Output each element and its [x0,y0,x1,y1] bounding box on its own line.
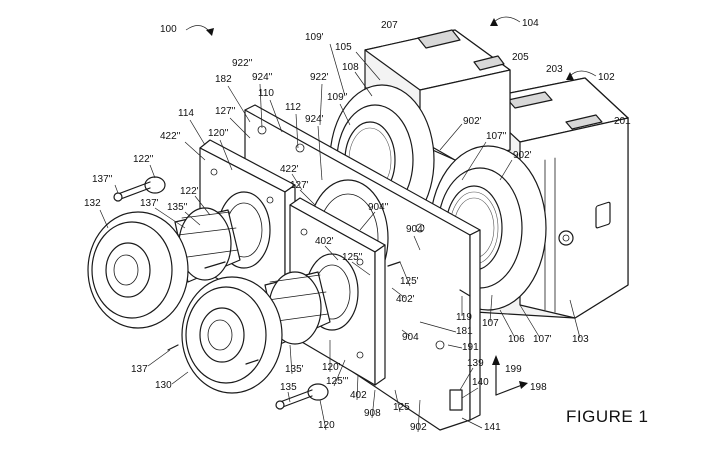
label-904pp: 904'' [368,202,389,213]
label-422pp: 422'' [160,131,181,142]
label-135: 135 [280,382,297,393]
connector-207 [417,29,461,49]
label-105: 105 [335,42,352,53]
label-904p: 904' [406,224,425,235]
label-100: 100 [160,24,177,35]
label-122pp: 122'' [133,154,154,165]
label-125ppp: 125''' [326,376,349,387]
label-132: 132 [84,198,101,209]
label-137: 137 [131,364,148,375]
screw-135-lower [275,383,329,410]
label-205: 205 [512,52,529,63]
direction-arrows [492,355,528,396]
leader-lines [99,43,581,433]
label-207: 207 [381,20,398,31]
label-120p: 120' [322,362,341,373]
label-141: 141 [484,422,501,433]
label-104: 104 [522,18,539,29]
label-137pp: 137'' [92,174,113,185]
label-137p: 137' [140,198,159,209]
label-922pp: 922'' [232,58,253,69]
screw-137-upper [113,176,166,202]
connector-205 [473,55,505,71]
label-103: 103 [572,334,589,345]
connector-201 [565,114,603,130]
label-125pp: 125'' [342,252,363,263]
label-902p-right: 902' [513,150,532,161]
label-904: 904 [402,332,419,343]
label-120: 120 [318,420,335,431]
label-119: 119 [456,312,472,323]
label-922p: 922' [310,72,329,83]
label-125: 125 [393,402,410,413]
label-109p: 109' [305,32,324,43]
label-182: 182 [215,74,232,85]
label-107: 107 [482,318,499,329]
label-402: 402 [350,390,367,401]
connector-203 [507,91,553,109]
label-102: 102 [598,72,615,83]
label-198: 198 [530,382,547,393]
label-139: 139 [467,358,484,369]
lens-132 [87,207,241,329]
label-110: 110 [258,88,274,99]
label-191: 191 [462,342,479,353]
label-114: 114 [178,108,194,119]
label-107pp: 107'' [486,131,507,142]
label-203: 203 [546,64,563,75]
lens-130 [181,271,331,394]
label-125p: 125' [400,276,419,287]
label-402p-upper: 402' [315,236,334,247]
label-120pp: 120'' [208,128,229,139]
label-902p-top: 902' [463,116,482,127]
label-107p: 107' [533,334,552,345]
camera-body-104 [364,29,511,161]
label-127pp: 127'' [215,106,236,117]
label-924pp: 924'' [252,72,273,83]
pins [167,261,471,365]
label-112: 112 [285,102,301,113]
label-135p: 135' [285,364,304,375]
label-106: 106 [508,334,525,345]
label-199: 199 [505,364,522,375]
label-402p-lower: 402' [396,294,415,305]
label-122p: 122' [180,186,199,197]
label-135pp: 135'' [167,202,188,213]
label-140: 140 [472,377,489,388]
label-422p: 422' [280,164,299,175]
label-108: 108 [342,62,359,73]
label-130: 130 [155,380,172,391]
label-201: 201 [614,116,631,127]
label-181: 181 [456,326,473,337]
label-924p: 924' [305,114,324,125]
label-109pp: 109'' [327,92,348,103]
figure-title: FIGURE 1 [566,407,648,426]
